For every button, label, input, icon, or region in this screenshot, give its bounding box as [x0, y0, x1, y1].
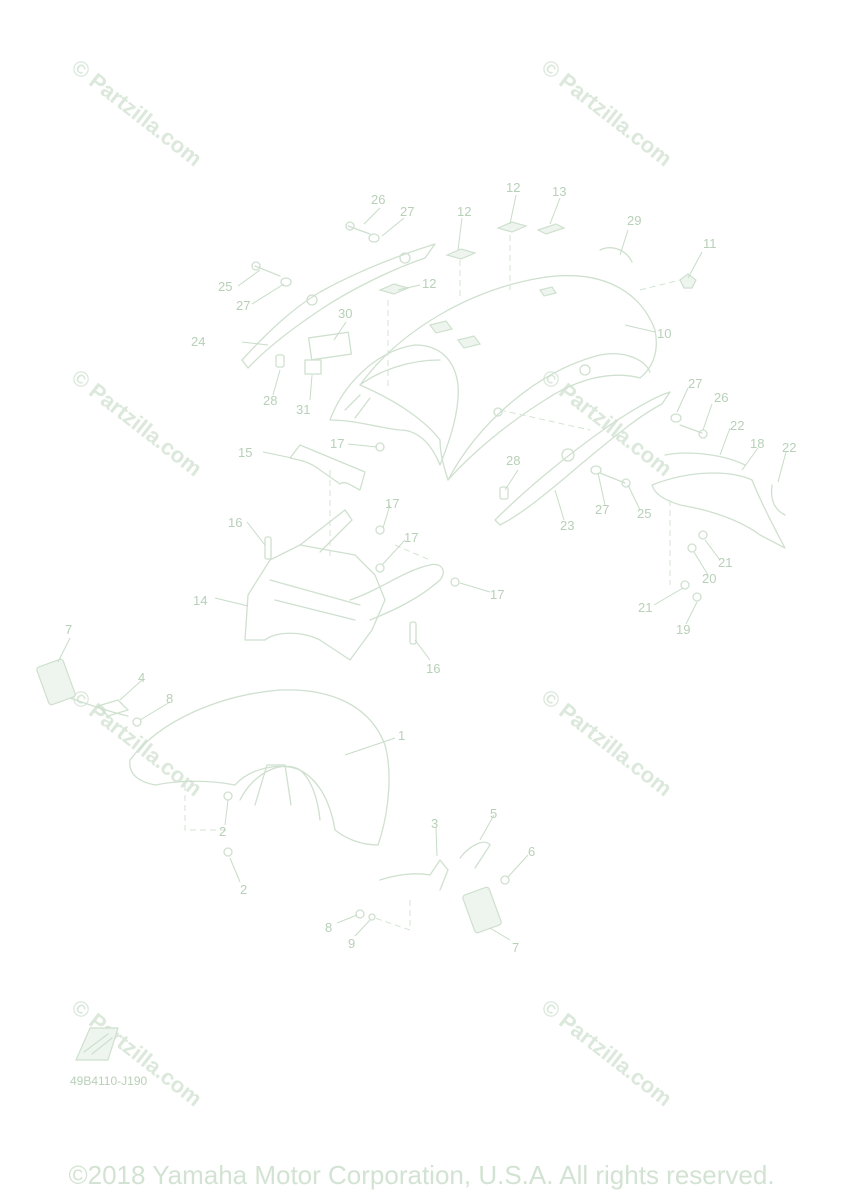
- rear-fender: [359, 274, 657, 481]
- callout-17: 17: [385, 496, 399, 511]
- callout-17: 17: [490, 587, 504, 602]
- callout-17: 17: [330, 436, 344, 451]
- callout-7: 7: [512, 940, 519, 955]
- callout-22: 22: [782, 440, 796, 455]
- tail-bracket: [651, 452, 786, 602]
- side-rails: [241, 243, 671, 526]
- callout-16: 16: [228, 515, 242, 530]
- watermark: © Partzilla.com: [537, 684, 677, 801]
- callout-1: 1: [398, 728, 405, 743]
- callout-27: 27: [595, 502, 609, 517]
- callout-15: 15: [238, 445, 252, 460]
- watermark: © Partzilla.com: [537, 994, 677, 1111]
- callout-26: 26: [371, 192, 385, 207]
- callout-3: 3: [431, 816, 438, 831]
- drawing-code: 49B4110-J190: [70, 1074, 148, 1088]
- callout-27: 27: [688, 376, 702, 391]
- callout-21: 21: [718, 555, 732, 570]
- watermark: © Partzilla.com: [67, 364, 207, 481]
- callout-18: 18: [750, 436, 764, 451]
- callout-28: 28: [263, 393, 277, 408]
- callout-23: 23: [560, 518, 574, 533]
- callout-19: 19: [676, 622, 690, 637]
- callout-2: 2: [240, 882, 247, 897]
- callout-labels: 1 2 2 3 4 5 6 7 7 8 8 9 10 11 12 12 12 1…: [65, 180, 796, 955]
- callout-14: 14: [193, 593, 207, 608]
- watermark: © Partzilla.com: [67, 684, 207, 801]
- callout-13: 13: [552, 184, 566, 199]
- callout-30: 30: [338, 306, 352, 321]
- callout-27: 27: [400, 204, 414, 219]
- callout-27: 27: [236, 298, 250, 313]
- callout-7: 7: [65, 622, 72, 637]
- callout-8: 8: [166, 691, 173, 706]
- front-fender: [129, 689, 390, 857]
- watermarks: © Partzilla.com © Partzilla.com © Partzi…: [67, 54, 677, 1111]
- callout-10: 10: [657, 326, 671, 341]
- callout-22: 22: [730, 418, 744, 433]
- callout-20: 20: [702, 571, 716, 586]
- callout-31: 31: [296, 402, 310, 417]
- callout-12: 12: [457, 204, 471, 219]
- callout-12: 12: [506, 180, 520, 195]
- callout-16: 16: [426, 661, 440, 676]
- callout-21: 21: [638, 600, 652, 615]
- assembly-lines: [184, 235, 681, 931]
- callout-11: 11: [703, 236, 717, 251]
- callout-2: 2: [219, 824, 226, 839]
- callout-17: 17: [404, 530, 418, 545]
- callout-5: 5: [490, 806, 497, 821]
- bracket-15: [289, 444, 366, 491]
- callout-4: 4: [138, 670, 145, 685]
- callout-leaders: [57, 194, 787, 941]
- callout-24: 24: [191, 334, 205, 349]
- callout-25: 25: [637, 506, 651, 521]
- callout-8: 8: [325, 920, 332, 935]
- callout-9: 9: [348, 936, 355, 951]
- fwd-arrow-icon: [75, 1027, 119, 1061]
- reflector-parts: [36, 658, 510, 934]
- callout-26: 26: [714, 390, 728, 405]
- copyright-notice: ©2018 Yamaha Motor Corporation, U.S.A. A…: [68, 1160, 775, 1190]
- callout-28: 28: [506, 453, 520, 468]
- callout-25: 25: [218, 279, 232, 294]
- callout-6: 6: [528, 844, 535, 859]
- callout-29: 29: [627, 213, 641, 228]
- watermark: © Partzilla.com: [67, 54, 207, 171]
- watermark: © Partzilla.com: [537, 54, 677, 171]
- mount-bracket: [244, 509, 444, 661]
- fwd-indicator: 49B4110-J190: [70, 1027, 148, 1088]
- callout-12: 12: [422, 276, 436, 291]
- small-parts: [251, 221, 708, 587]
- inner-fender: [329, 344, 459, 466]
